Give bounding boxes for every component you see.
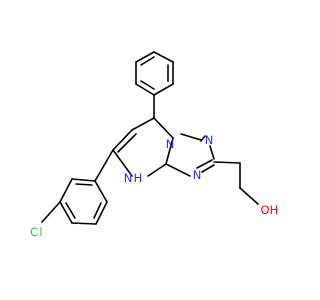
pyrimidine-ring [112,117,174,177]
atom-n-triazole-top: N [205,133,214,147]
triazole-ring [165,133,215,177]
propanol-chain [213,161,259,205]
atom-n-triazole-right: N [193,168,202,182]
atom-cl-c: C [30,225,38,239]
atom-labels: N N N N H O H C l [30,133,278,239]
atom-h-on-n: H [134,171,143,185]
chlorophenyl-ring [41,149,114,225]
atom-n-bridge: N [166,137,175,151]
atom-cl-l: l [39,225,42,239]
atom-n-h: N [124,171,133,185]
atom-o-hydroxyl: O [260,203,269,217]
phenyl-ring [135,51,174,96]
molecule-structure-diagram: N N N N H O H C l [30,51,278,239]
atom-h-hydroxyl: H [270,203,279,217]
